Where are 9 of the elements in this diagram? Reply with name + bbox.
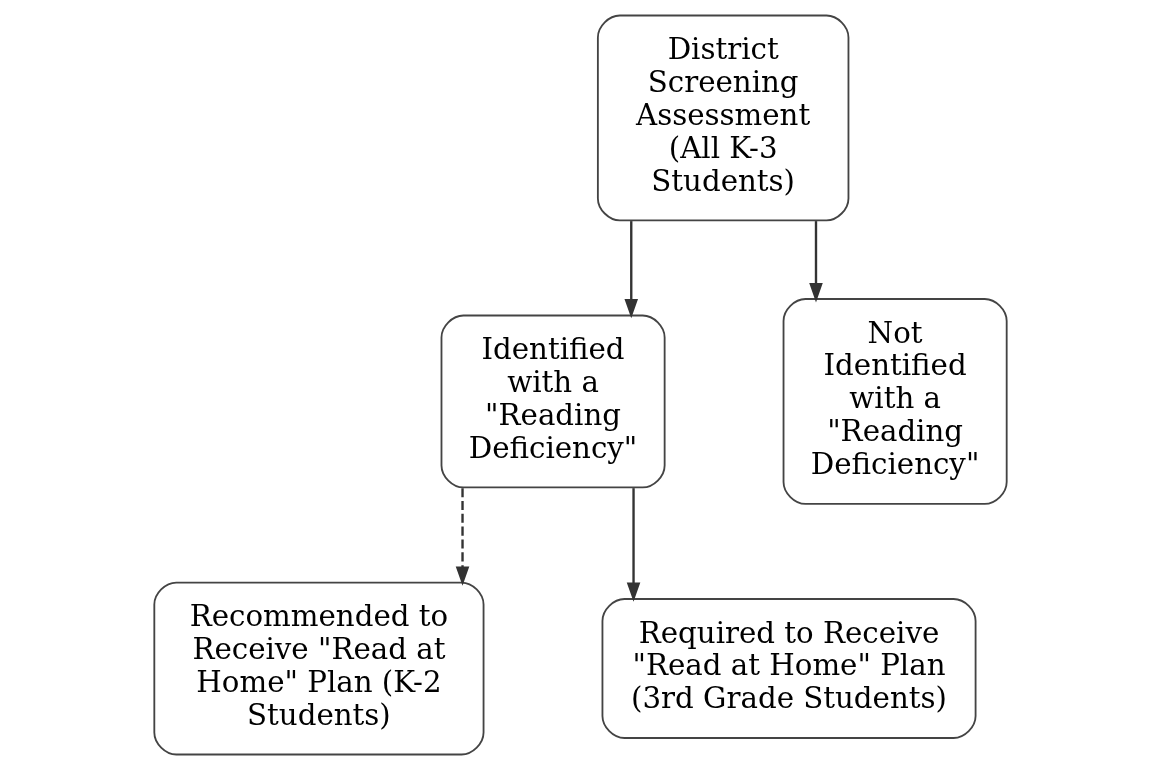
arrow [809, 221, 823, 303]
node-box: Not Identified with a "Reading Deficiency" [782, 298, 1008, 505]
node-box: District Screening Assessment (All K-3 Students) [596, 14, 850, 222]
node-box: Recommended to Receive "Read at Home" Plan (K-2 Students) [153, 581, 485, 756]
arrow [624, 221, 639, 319]
node-box: Required to Receive "Read at Home" Plan (3rd Grade Students) [601, 598, 977, 739]
arrow [626, 488, 641, 602]
node-box: Identified with a "Reading Deficiency" [440, 314, 666, 489]
arrow [455, 488, 470, 586]
